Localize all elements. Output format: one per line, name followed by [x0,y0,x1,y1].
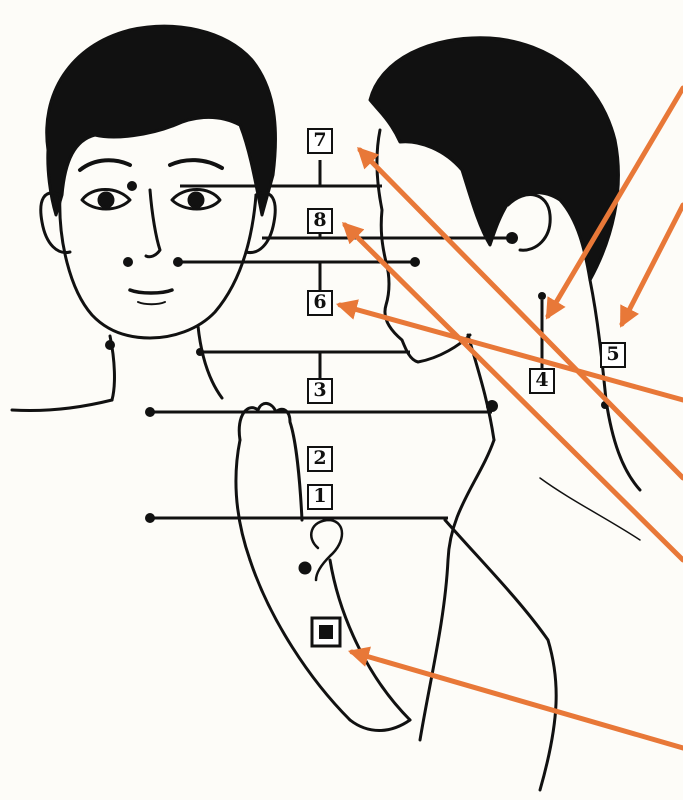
dot-2-right [486,400,498,412]
pointer-hook-point [300,563,310,573]
front-face-outline [60,195,256,338]
arrow-to-5 [622,205,683,324]
label-7: 7 [307,128,333,154]
front-left-eyebrow [80,160,130,170]
front-right-pupil [189,193,203,207]
side-chest [420,440,494,740]
front-lower-lip [138,302,165,304]
dot-neck-front [196,348,204,356]
forearm-bottom [350,720,410,731]
dot-neck-left [105,340,115,350]
hand-fingers [239,403,302,520]
front-neck-right [198,326,222,398]
pointer-hook [311,520,342,580]
label-3: 3 [307,378,333,404]
front-mouth [130,290,172,293]
label-8: 8 [307,208,333,234]
dot-ear [506,232,518,244]
label-4: 4 [529,368,555,394]
side-arm [445,520,556,790]
dot-nose-right [173,257,183,267]
label-5: 5 [600,342,626,368]
front-right-eyebrow [170,160,222,168]
dot-side-nose [410,257,420,267]
front-left-pupil [99,193,113,207]
square-marker [312,618,340,646]
arrow-to-square [352,652,683,748]
side-figure [370,38,640,790]
dot-nose-left [123,257,133,267]
arrow-to-7 [360,150,683,478]
dot-2-left [145,407,155,417]
front-shoulder [12,400,112,411]
arrow-to-8 [345,225,683,560]
label-2: 2 [307,446,333,472]
front-nose [146,190,160,257]
side-hair [370,38,618,280]
forearm-right [330,560,410,720]
label-1: 1 [307,484,333,510]
label-6: 6 [307,290,333,316]
hand-palm-left [236,440,250,560]
dot-forehead [127,181,137,191]
dot-1-left [145,513,155,523]
dot-4-top [538,292,546,300]
side-shoulder-curve [540,478,640,540]
